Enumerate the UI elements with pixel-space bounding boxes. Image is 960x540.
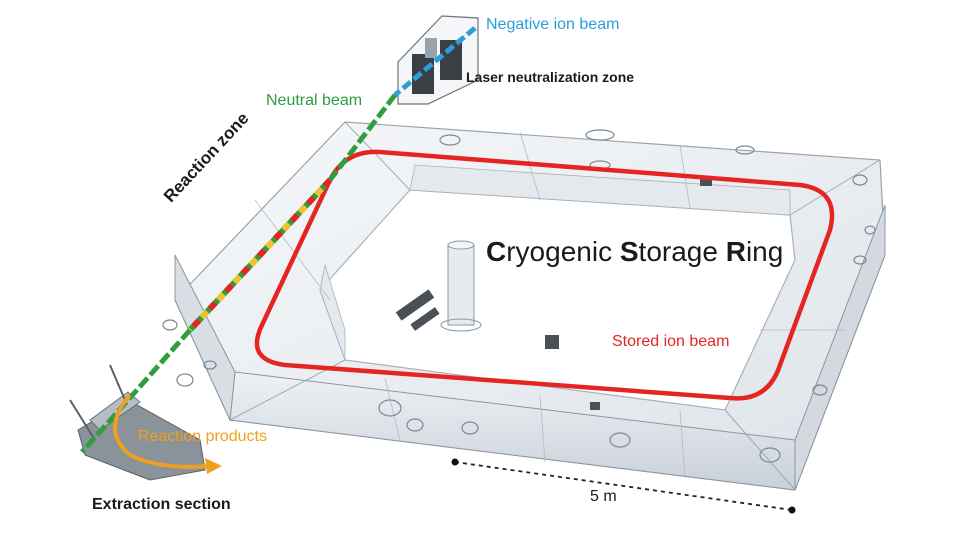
scale-bar-end-dot: [788, 506, 796, 514]
title-word-1: ryogenic: [506, 236, 620, 267]
extraction-section-hardware: [69, 364, 206, 481]
ring-title: Cryogenic Storage Ring: [486, 236, 783, 268]
stored-ion-beam-label: Stored ion beam: [612, 333, 730, 350]
title-letter-s: S: [619, 236, 639, 267]
title-letter-c: C: [486, 236, 507, 267]
extraction-section-label: Extraction section: [92, 496, 231, 513]
reaction-zone-beam: [187, 177, 333, 333]
title-letter-r: R: [725, 236, 746, 267]
scale-bar: [454, 461, 793, 511]
scale-bar-start-dot: [451, 458, 459, 466]
ring-chamber: [162, 121, 886, 491]
reaction-products-path: [113, 393, 222, 474]
neutral-beam-label: Neutral beam: [266, 92, 363, 109]
scale-label: 5 m: [590, 488, 617, 505]
neutral-beam-path: [328, 93, 397, 182]
title-word-2: torage: [638, 236, 726, 267]
neutral-beam-exit-path: [80, 328, 192, 454]
laser-neutralization-zone-label: Laser neutralization zone: [466, 69, 635, 85]
reaction-products-label: Reaction products: [138, 428, 267, 445]
negative-ion-beam-label: Negative ion beam: [486, 16, 620, 33]
title-word-3: ing: [745, 236, 784, 267]
stored-ion-beam-path: [254, 149, 835, 401]
negative-ion-beam-path: [393, 26, 477, 97]
